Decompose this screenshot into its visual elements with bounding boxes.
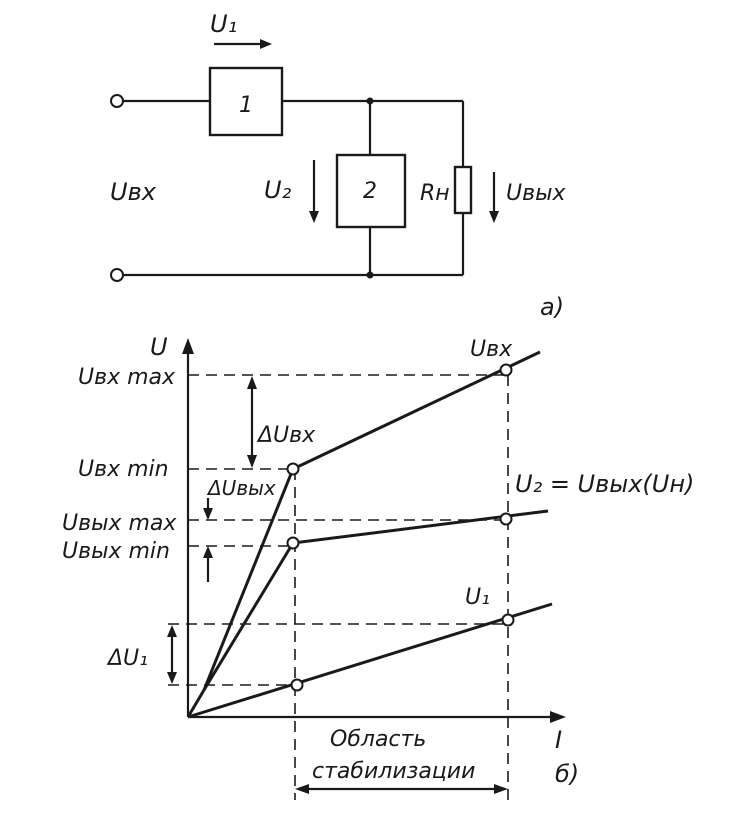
delta-u1-arrow-bottom xyxy=(167,672,177,684)
circuit-diagram: 1 2 U₁ U₂ Uвых Rн Uвх а) xyxy=(110,10,566,321)
characteristic-graph: U I ΔUвх ΔUвых xyxy=(62,333,694,800)
in-max-label: Uвх max xyxy=(78,365,176,390)
delta-in-label: ΔUвх xyxy=(256,423,316,448)
origin-segment xyxy=(186,689,206,718)
curve-in-label: Uвх xyxy=(470,337,513,362)
region-label-line2: стабилизации xyxy=(312,759,475,784)
block-2-label: 2 xyxy=(363,179,377,204)
delta-out-arrow-bottom xyxy=(203,546,213,558)
input-terminal-bottom xyxy=(110,268,124,282)
point-in-max xyxy=(499,363,513,377)
out-min-label: Uвых min xyxy=(62,539,170,564)
delta-u1-label: ΔU₁ xyxy=(106,646,148,671)
u-out-arrow-head xyxy=(489,211,499,223)
region-arrow-left xyxy=(295,784,309,794)
x-axis-label: I xyxy=(555,726,562,754)
region-arrow-right xyxy=(494,784,508,794)
point-out-max xyxy=(499,512,513,526)
u1-label: U₁ xyxy=(210,10,237,38)
point-u1-low xyxy=(290,678,304,692)
delta-out-arrow-top xyxy=(203,508,213,520)
input-terminal-top xyxy=(110,94,124,108)
u2-label: U₂ xyxy=(264,176,292,204)
block-1-label: 1 xyxy=(239,93,253,118)
u-in-label: Uвх xyxy=(110,178,157,206)
u1-arrow-head xyxy=(260,39,272,49)
curve-u-out xyxy=(202,509,549,691)
in-min-label: Uвх min xyxy=(78,457,169,482)
curve-u-in xyxy=(202,350,541,691)
delta-in-arrow-bottom xyxy=(247,455,257,468)
point-u1-high xyxy=(501,613,515,627)
delta-u1-arrow-top xyxy=(167,625,177,637)
load-resistor xyxy=(453,165,473,215)
panel-b-label: б) xyxy=(555,760,579,788)
y-axis-arrow xyxy=(182,338,194,354)
point-out-min xyxy=(286,536,300,550)
curve-u1 xyxy=(187,602,553,719)
region-label-line1: Область xyxy=(330,727,426,752)
r-load-label: Rн xyxy=(420,181,450,206)
curve-u1-label: U₁ xyxy=(465,585,490,610)
curve-out-label: U₂ = Uвых(Uн) xyxy=(515,470,694,498)
x-axis-arrow xyxy=(550,711,566,723)
delta-in-arrow-top xyxy=(247,376,257,389)
u-out-label: Uвых xyxy=(506,181,566,206)
out-max-label: Uвых max xyxy=(62,511,177,536)
point-in-min xyxy=(286,462,300,476)
u2-arrow-head xyxy=(309,211,319,223)
delta-out-label: ΔUвых xyxy=(206,476,276,500)
y-axis-label: U xyxy=(150,333,168,361)
panel-a-label: а) xyxy=(540,293,564,321)
block-2 xyxy=(335,153,407,229)
